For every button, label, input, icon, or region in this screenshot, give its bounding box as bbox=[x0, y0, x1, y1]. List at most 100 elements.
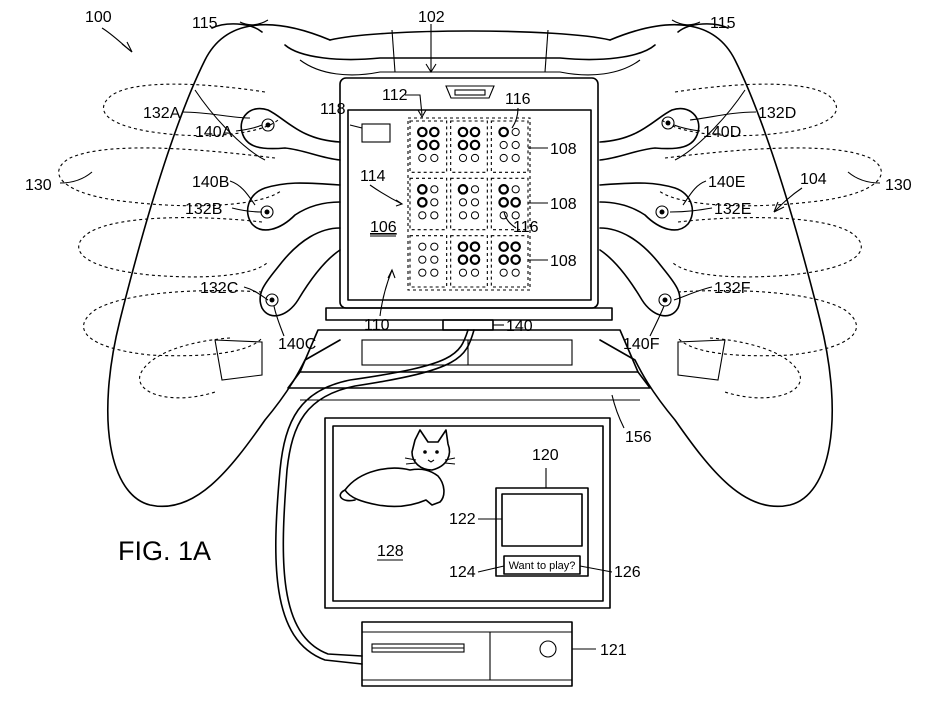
braille-cell bbox=[450, 120, 488, 173]
label-115-left: 115 bbox=[192, 15, 218, 32]
braille-dot-flat bbox=[418, 242, 427, 251]
ui-window bbox=[495, 487, 589, 577]
braille-dot-raised bbox=[498, 254, 509, 265]
braille-dot-flat bbox=[458, 211, 468, 220]
label-106: 106 bbox=[370, 219, 397, 236]
braille-dot-raised bbox=[510, 254, 521, 265]
label-108-top: 108 bbox=[550, 141, 577, 158]
paddles bbox=[240, 107, 700, 317]
label-108-mid: 108 bbox=[550, 196, 577, 213]
braille-dot-raised bbox=[457, 139, 469, 151]
braille-dot-raised bbox=[498, 126, 509, 138]
braille-dot-raised bbox=[498, 197, 509, 208]
dialog-box bbox=[503, 555, 581, 575]
braille-dot-flat bbox=[470, 211, 480, 220]
braille-dot-flat bbox=[430, 268, 439, 277]
braille-dot-raised bbox=[429, 126, 440, 138]
label-132E: 132E bbox=[714, 201, 751, 218]
label-124: 124 bbox=[449, 564, 476, 581]
braille-dot-flat bbox=[430, 198, 439, 207]
braille-dot-raised bbox=[469, 139, 481, 151]
left-hand-fingers bbox=[58, 83, 283, 399]
label-140F: 140F bbox=[623, 336, 660, 353]
braille-dot-raised bbox=[417, 126, 428, 138]
label-130-left: 130 bbox=[25, 177, 52, 194]
label-140: 140 bbox=[506, 318, 533, 335]
braille-dot-raised bbox=[457, 241, 469, 252]
braille-dot-flat bbox=[470, 268, 480, 277]
label-116-top: 116 bbox=[505, 91, 531, 108]
label-114: 114 bbox=[360, 168, 386, 185]
leader-lines bbox=[59, 19, 881, 650]
label-122: 122 bbox=[449, 511, 476, 528]
label-140C: 140C bbox=[278, 336, 316, 353]
braille-dot-raised bbox=[457, 126, 469, 138]
braille-dot-flat bbox=[499, 140, 508, 150]
braille-dot-flat bbox=[430, 211, 439, 220]
label-132B: 132B bbox=[185, 201, 222, 218]
braille-dot-flat bbox=[470, 185, 480, 194]
braille-dot-flat bbox=[430, 255, 439, 264]
braille-dot-flat bbox=[458, 268, 468, 277]
controller-body bbox=[106, 23, 834, 508]
label-126: 126 bbox=[614, 564, 641, 581]
label-132C: 132C bbox=[200, 280, 238, 297]
braille-dot-flat bbox=[430, 185, 439, 194]
braille-dot-raised bbox=[429, 139, 440, 151]
braille-dot-raised bbox=[498, 184, 509, 195]
braille-cell bbox=[409, 177, 448, 231]
braille-dot-flat bbox=[511, 211, 520, 220]
indicator-118 bbox=[361, 123, 391, 143]
braille-dot-raised bbox=[469, 241, 481, 252]
braille-dot-flat bbox=[470, 198, 480, 207]
label-112: 112 bbox=[382, 87, 408, 104]
label-140B: 140B bbox=[192, 174, 229, 191]
label-104: 104 bbox=[800, 171, 827, 188]
braille-dot-flat bbox=[430, 153, 439, 163]
braille-dot-flat bbox=[511, 153, 520, 163]
label-121: 121 bbox=[600, 642, 627, 659]
braille-device bbox=[287, 77, 651, 401]
braille-dot-raised bbox=[417, 184, 428, 195]
label-130-right: 130 bbox=[885, 177, 912, 194]
braille-dot-flat bbox=[511, 127, 520, 137]
label-102: 102 bbox=[418, 9, 445, 26]
braille-cell bbox=[409, 120, 448, 173]
braille-dot-flat bbox=[418, 268, 427, 277]
label-108-bottom: 108 bbox=[550, 253, 577, 270]
braille-dot-raised bbox=[498, 241, 509, 252]
braille-dot-flat bbox=[418, 255, 427, 264]
braille-cell bbox=[409, 235, 448, 288]
braille-dot-flat bbox=[418, 153, 427, 163]
label-115-right: 115 bbox=[710, 15, 736, 32]
braille-dot-raised bbox=[417, 139, 428, 151]
braille-cell-grid bbox=[407, 117, 531, 291]
braille-dot-flat bbox=[511, 268, 520, 277]
figure-caption: FIG. 1A bbox=[118, 536, 211, 566]
braille-dot-flat bbox=[499, 268, 508, 277]
braille-cell bbox=[490, 120, 529, 173]
braille-cell bbox=[490, 177, 529, 231]
braille-dot-flat bbox=[511, 140, 520, 150]
braille-dot-flat bbox=[430, 242, 439, 251]
braille-dot-raised bbox=[457, 184, 469, 195]
label-128: 128 bbox=[377, 543, 404, 560]
braille-dot-flat bbox=[418, 211, 427, 220]
display-monitor: Want to play? bbox=[324, 417, 611, 609]
label-132D: 132D bbox=[758, 105, 796, 122]
label-132A: 132A bbox=[143, 105, 181, 122]
braille-cell bbox=[450, 235, 488, 288]
label-140D: 140D bbox=[703, 124, 741, 141]
braille-dot-raised bbox=[457, 254, 469, 265]
label-100: 100 bbox=[85, 9, 112, 26]
right-hand-fingers bbox=[657, 83, 882, 399]
label-132F: 132F bbox=[714, 280, 751, 297]
braille-dot-raised bbox=[417, 197, 428, 208]
braille-dot-raised bbox=[510, 241, 521, 252]
label-120: 120 bbox=[532, 447, 559, 464]
label-118: 118 bbox=[320, 101, 346, 118]
label-110: 110 bbox=[364, 317, 390, 334]
dialog-text: Want to play? bbox=[509, 560, 576, 572]
label-156: 156 bbox=[625, 429, 652, 446]
